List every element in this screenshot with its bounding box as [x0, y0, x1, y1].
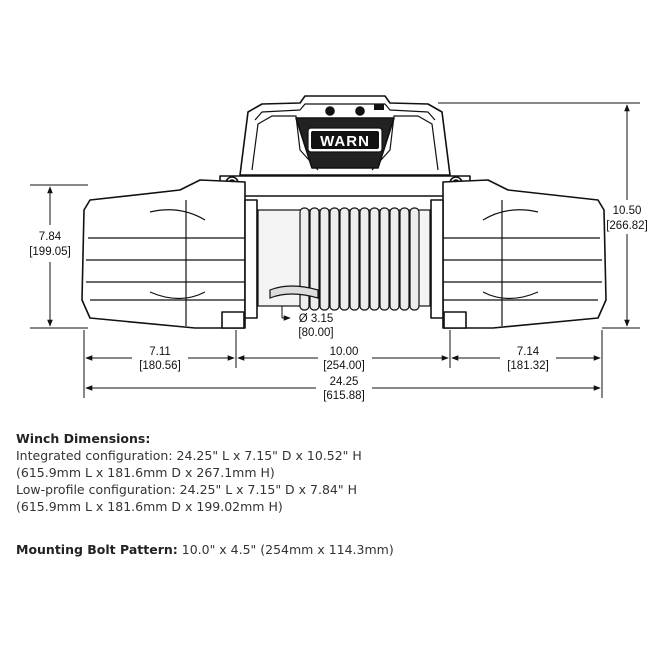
dimension-lines	[30, 102, 640, 398]
right-gear-housing	[442, 179, 607, 329]
dim-height-full: 10.50	[613, 205, 642, 217]
dim-center-width-mm: [254.00]	[323, 360, 365, 372]
winch-dimensions-heading: Winch Dimensions:	[16, 431, 151, 446]
left-motor-housing	[81, 179, 246, 329]
dim-height-low: 7.84	[39, 231, 62, 243]
dim-height-full-mm: [266.82]	[606, 220, 648, 232]
lowprofile-config: Low-profile configuration: 24.25" L x 7.…	[16, 482, 357, 497]
integrated-config: Integrated configuration: 24.25" L x 7.1…	[16, 448, 362, 463]
bolt-pattern-value: 10.0" x 4.5" (254mm x 114.3mm)	[177, 542, 394, 557]
winch-outline	[81, 95, 607, 329]
dim-total-length-mm: [615.88]	[323, 390, 365, 402]
drum-flange-left	[244, 199, 258, 319]
integrated-config-mm: (615.9mm L x 181.6mm D x 267.1mm H)	[16, 465, 275, 480]
dim-right-width-mm: [181.32]	[507, 360, 549, 372]
specs-block: Winch Dimensions: Integrated configurati…	[16, 430, 656, 558]
winch-dimension-drawing: WARN 7.84 [199.05] 10.50 [2	[29, 95, 648, 402]
lowprofile-config-mm: (615.9mm L x 181.6mm D x 199.02mm H)	[16, 499, 283, 514]
dim-cable-diameter-mm: [80.00]	[298, 327, 333, 339]
tie-bar	[219, 175, 471, 197]
mounting-bolt-pattern: Mounting Bolt Pattern: 10.0" x 4.5" (254…	[16, 541, 656, 558]
dim-left-width-mm: [180.56]	[139, 360, 181, 372]
dim-right-width: 7.14	[517, 346, 540, 358]
dim-total-length: 24.25	[330, 376, 359, 388]
bolt-pattern-label: Mounting Bolt Pattern:	[16, 542, 178, 557]
warn-logo-text: WARN	[320, 133, 370, 150]
dim-height-low-mm: [199.05]	[29, 246, 71, 258]
drum-flange-right	[430, 199, 444, 319]
dim-cable-diameter: Ø 3.15	[299, 313, 334, 325]
rope-drum	[257, 207, 431, 311]
dim-left-width: 7.11	[149, 346, 171, 358]
dim-center-width: 10.00	[330, 346, 359, 358]
